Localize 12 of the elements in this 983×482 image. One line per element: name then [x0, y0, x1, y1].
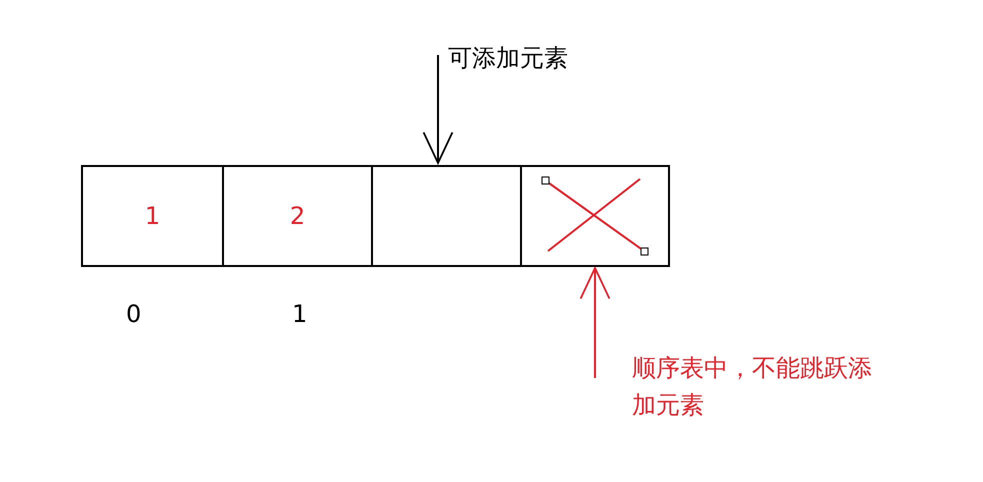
- cell-value: 2: [290, 202, 306, 230]
- annotation-text: 顺序表中，不能跳跃添加元素: [590, 350, 890, 430]
- array-cell: [371, 165, 522, 267]
- array-cell: [520, 165, 670, 267]
- arrow: [422, 55, 454, 164]
- array-cell: [222, 165, 373, 267]
- array-cell: [81, 165, 224, 267]
- cell-value: 1: [144, 202, 160, 230]
- annotation-text: 可添加元素: [430, 40, 600, 78]
- index-number: 0: [126, 299, 142, 330]
- index-number: 1: [292, 299, 308, 330]
- arrow: [580, 267, 610, 378]
